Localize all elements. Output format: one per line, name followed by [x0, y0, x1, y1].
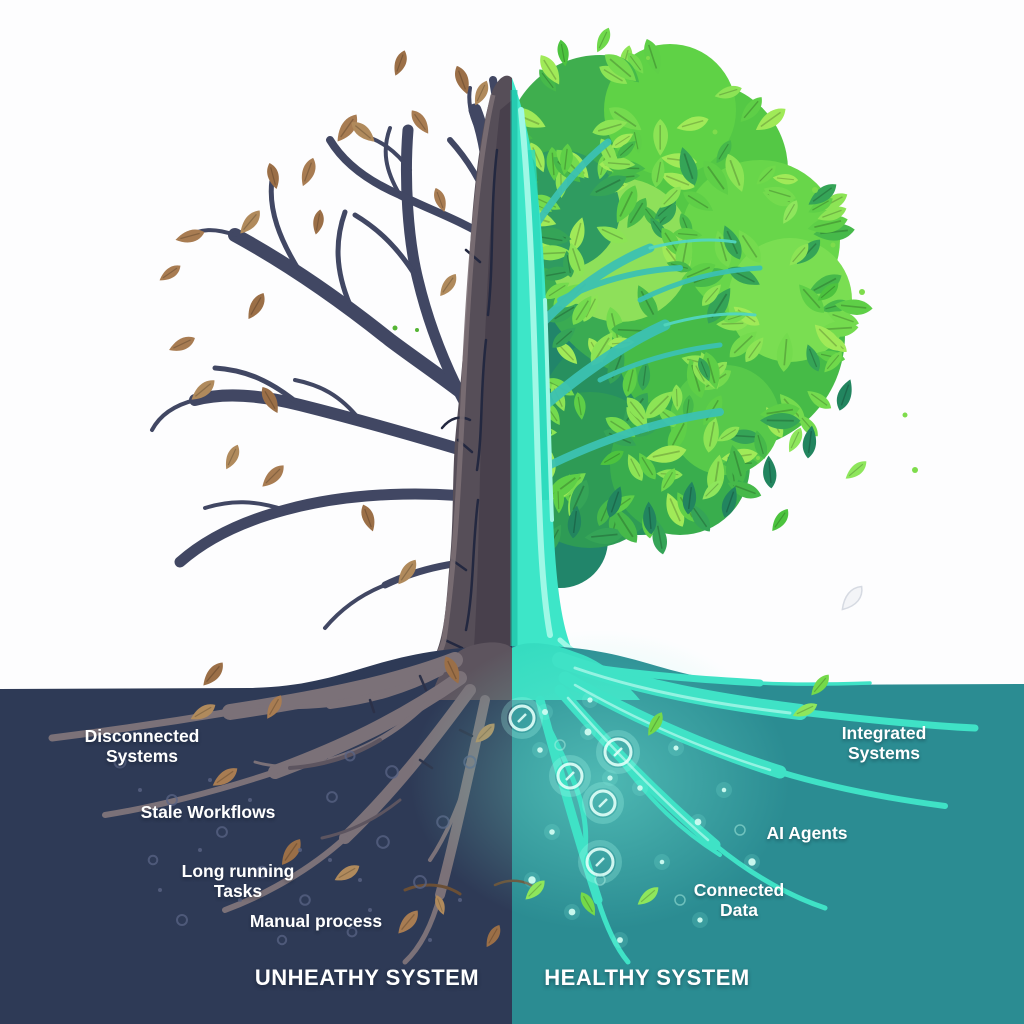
healthy-roots	[535, 652, 979, 965]
node-ring-icon	[596, 730, 640, 774]
soil-specks-left	[113, 750, 477, 946]
label-ai-agents: AI Agents	[766, 823, 848, 844]
healthy-title: HEALTHY SYSTEM	[544, 965, 750, 990]
node-ring-icon	[549, 755, 591, 797]
faint-leaf-icon	[841, 585, 863, 611]
label-stale-workflows: Stale Workflows	[140, 802, 276, 823]
label-long-running-tasks: Long running Tasks	[181, 861, 295, 901]
ground-unhealthy	[0, 646, 512, 1024]
connection-ring-icons	[501, 697, 640, 884]
glow-dots-right	[524, 692, 760, 948]
healthy-canopy	[512, 35, 875, 598]
node-ring-icon	[582, 782, 624, 824]
label-integrated-systems: Integrated Systems	[841, 723, 927, 763]
label-disconnected-systems: Disconnected Systems	[84, 726, 200, 766]
green-specks-left	[392, 325, 419, 332]
detached-green-leaves	[555, 25, 918, 535]
label-connected-data: Connected Data	[693, 880, 785, 920]
root-glow	[410, 630, 790, 930]
unhealthy-title: UNHEATHY SYSTEM	[254, 965, 480, 990]
label-manual-process: Manual process	[249, 911, 383, 932]
node-ring-icon	[501, 697, 543, 739]
